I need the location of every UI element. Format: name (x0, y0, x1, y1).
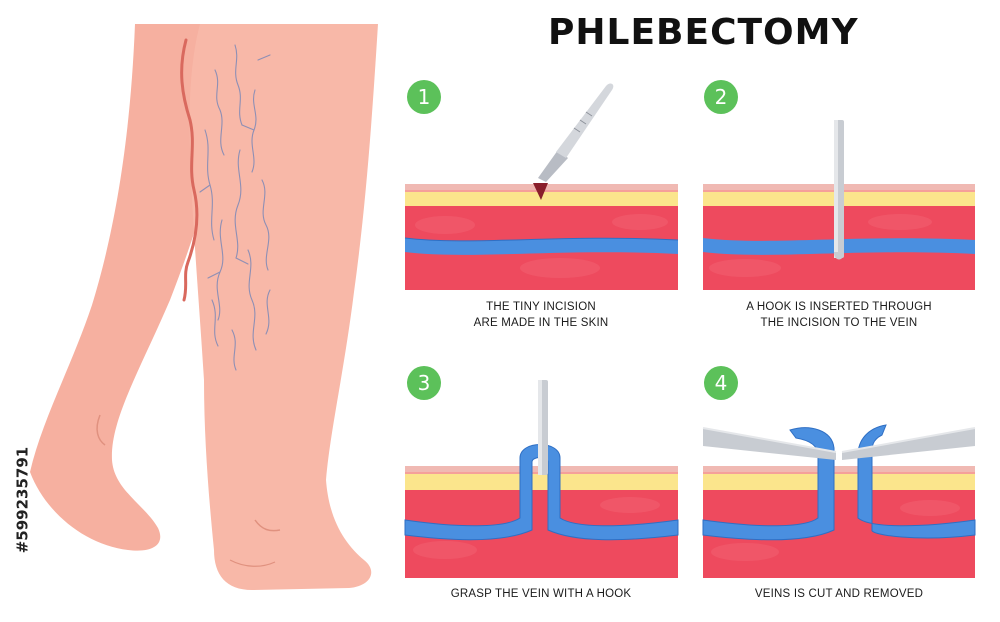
panel-4-cross-section (702, 424, 976, 578)
panel-3-cross-section (404, 380, 679, 578)
diagram-title: PHLEBECTOMY (548, 12, 859, 53)
varicose-vein (180, 38, 199, 302)
step-4-caption-line-1: VEINS IS CUT AND REMOVED (754, 588, 924, 600)
spider-veins (199, 44, 271, 371)
step-2-badge: 2 (704, 80, 738, 114)
stock-id-text: #599235791 (13, 446, 32, 554)
front-leg (189, 24, 378, 590)
step-2-caption-line-2: THE INCISION TO THE VEIN (760, 317, 918, 329)
step-3-caption-line-1: GRASP THE VEIN WITH A HOOK (450, 588, 632, 600)
panel-2-cross-section (703, 120, 975, 290)
left-tool (703, 428, 836, 460)
step-2-caption: A HOOK IS INSERTED THROUGH THE INCISION … (689, 299, 989, 331)
right-tool (842, 428, 975, 460)
panel-1-cross-section (404, 83, 679, 290)
step-4-caption: VEINS IS CUT AND REMOVED (689, 586, 989, 602)
step-3-badge: 3 (407, 366, 441, 400)
step-1-caption-line-2: ARE MADE IN THE SKIN (473, 317, 609, 329)
step-1-caption: THE TINY INCISION ARE MADE IN THE SKIN (391, 299, 691, 331)
step-4-badge: 4 (704, 366, 738, 400)
step-1-badge: 1 (407, 80, 441, 114)
step-1-caption-line-1: THE TINY INCISION (486, 301, 596, 313)
leg-illustration (30, 24, 378, 590)
step-2-caption-line-1: A HOOK IS INSERTED THROUGH (746, 301, 932, 313)
hook-icon (834, 120, 844, 260)
scalpel-icon (538, 83, 614, 182)
step-3-caption: GRASP THE VEIN WITH A HOOK (391, 586, 691, 602)
stock-id: #599235791 (8, 390, 36, 610)
